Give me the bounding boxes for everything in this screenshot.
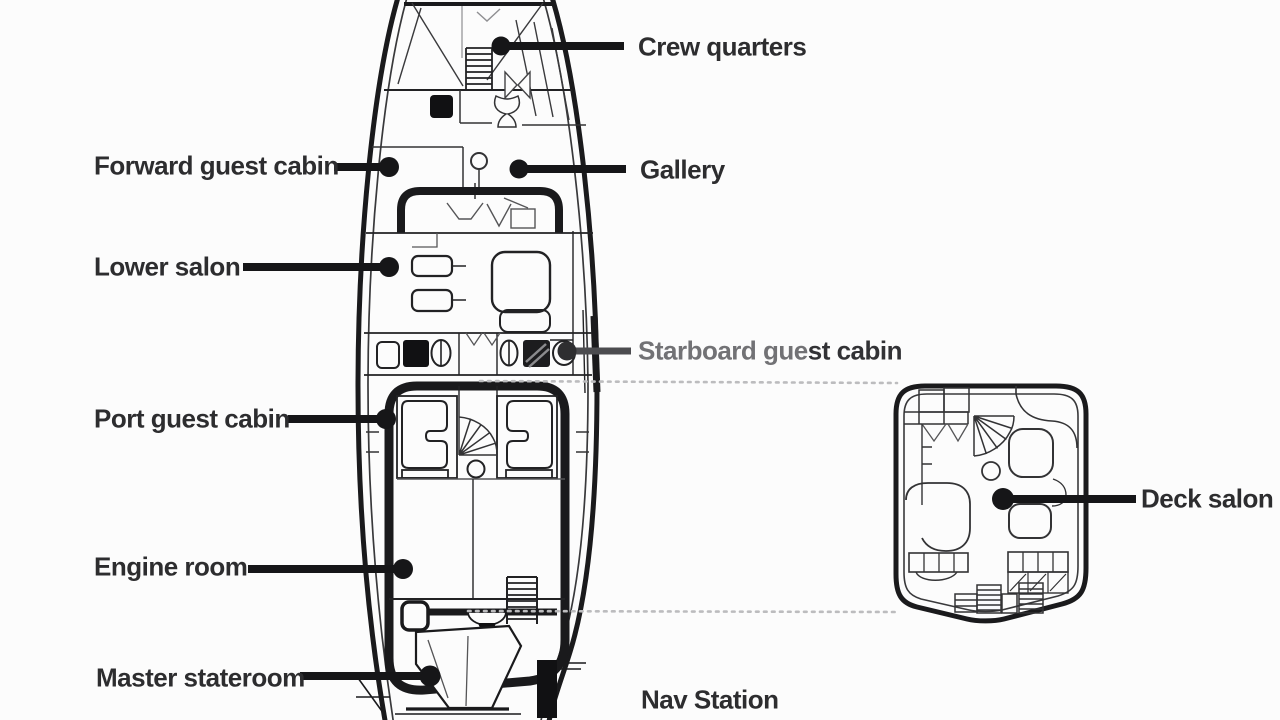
table-icon <box>490 250 552 314</box>
head-starboard <box>499 339 576 368</box>
port-cabin-interior <box>396 386 565 480</box>
dot-forward-guest-cabin <box>379 157 399 177</box>
leader-dots <box>376 36 1014 687</box>
deck-salon-outline <box>893 383 1089 624</box>
seat-icon <box>1008 428 1054 478</box>
fan-staircase-icon <box>973 415 1015 457</box>
label-starboard-guest-cabin: Starboard guest cabin <box>638 335 903 366</box>
dot-crew-quarters <box>491 36 511 56</box>
crew-quarters-area <box>397 2 570 121</box>
hatch-icon <box>430 95 453 118</box>
hull-outline <box>355 0 400 720</box>
engine-room-area <box>366 431 589 600</box>
hull-thick-section <box>537 660 557 718</box>
dot-gallery <box>509 159 529 179</box>
settee-icon <box>905 482 971 552</box>
label-engine-room: Engine room <box>94 551 248 582</box>
seat-icon <box>1008 503 1052 539</box>
table-icon <box>981 461 1001 481</box>
label-deck-salon: Deck salon <box>1141 483 1274 514</box>
door-swing-icon <box>504 70 531 100</box>
leader-lines <box>243 42 1136 680</box>
crew-ladder-icon <box>465 47 493 91</box>
fan-staircase-icon <box>458 416 498 456</box>
sink-icon <box>470 152 488 170</box>
dot-master-stateroom <box>419 665 441 687</box>
knob-icon <box>466 459 486 479</box>
dot-starboard-guest-cabin <box>557 341 577 361</box>
label-forward-guest-cabin: Forward guest cabin <box>94 150 339 181</box>
label-gallery: Gallery <box>640 154 725 185</box>
deck-alignment-dotted-lines <box>466 379 899 614</box>
forward-cabin-area <box>372 146 488 199</box>
berth-icon <box>506 400 553 469</box>
dot-port-guest-cabin <box>376 409 396 429</box>
stairs-icon <box>954 582 1044 614</box>
label-crew-quarters: Crew quarters <box>638 31 807 62</box>
label-nav-station: Nav Station <box>641 684 779 715</box>
companionway-ladder-icon <box>506 576 538 624</box>
heads-area <box>364 332 592 376</box>
shower-icon <box>403 340 429 367</box>
label-starboard-part1: Starboard gue <box>638 335 808 366</box>
seat-icon <box>493 94 521 128</box>
dot-deck-salon <box>992 488 1014 510</box>
settee-icon <box>410 254 454 278</box>
dot-lower-salon <box>379 257 399 277</box>
cabinet-icon <box>400 600 430 632</box>
settee-icon <box>410 288 454 313</box>
berth-icon <box>401 400 448 469</box>
dot-engine-room <box>393 559 413 579</box>
salon-arch <box>397 187 563 233</box>
port-cabin-outline <box>384 381 570 695</box>
deck-salon-plan <box>893 383 1089 624</box>
settee-icon <box>499 309 551 333</box>
label-master-stateroom: Master stateroom <box>96 662 305 693</box>
label-starboard-part2: st cabin <box>807 335 903 366</box>
label-lower-salon: Lower salon <box>94 251 241 282</box>
hull-plan <box>355 0 601 720</box>
vanity-icon <box>376 341 400 369</box>
lower-salon-area <box>410 231 586 394</box>
label-port-guest-cabin: Port guest cabin <box>94 403 290 434</box>
head-port <box>376 339 452 369</box>
